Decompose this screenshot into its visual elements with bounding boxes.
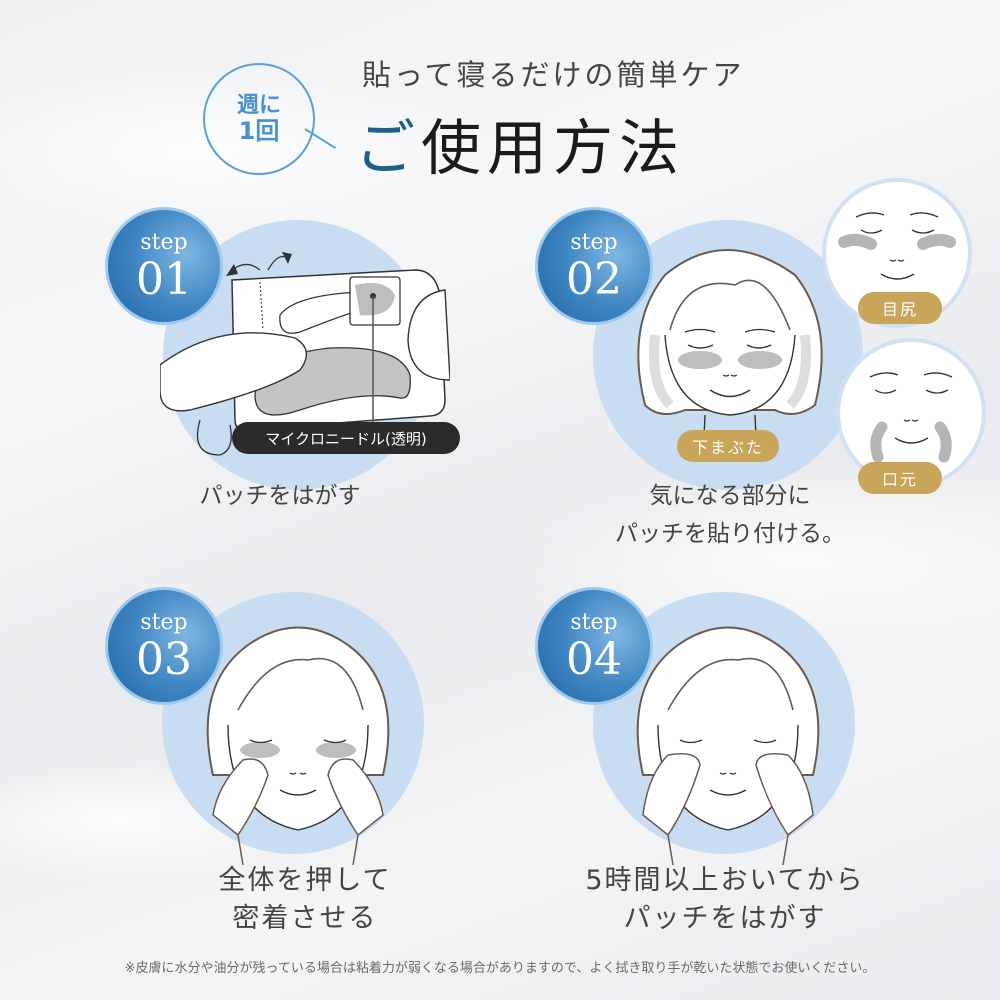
step-number: 02 xyxy=(566,254,622,305)
step-word: step xyxy=(570,610,618,635)
step1-label: パッチをはがす xyxy=(150,477,410,515)
step3-label: 全体を押して 密着させる xyxy=(150,862,460,938)
microneedle-callout: マイクロニードル(透明) xyxy=(232,422,460,454)
step-word: step xyxy=(140,610,188,635)
badge-line-2: 1回 xyxy=(238,116,280,145)
step2-label-line2: パッチを貼り付ける。 xyxy=(615,521,845,547)
step4-label-line2: パッチをはがす xyxy=(623,903,827,934)
step-badge-04: step 04 xyxy=(535,587,653,705)
step2-label-line1: 気になる部分に xyxy=(649,483,811,509)
face-remove-patch-icon xyxy=(628,615,828,865)
step-badge-01: step 01 xyxy=(105,207,223,325)
step-number: 03 xyxy=(136,634,192,685)
eye-corner-tag: 目尻 xyxy=(858,292,942,324)
page-subtitle: 貼って寝るだけの簡単ケア xyxy=(362,58,745,92)
face-with-patches-icon xyxy=(625,235,835,465)
step-number: 01 xyxy=(136,254,192,305)
step4-label-line1: 5時間以上おいてから xyxy=(585,865,865,896)
title-main: 使用方法 xyxy=(421,114,685,184)
step3-label-line1: 全体を押して xyxy=(218,865,392,896)
title-prefix: ご xyxy=(355,114,421,184)
step-word: step xyxy=(570,230,618,255)
usage-footnote: ※皮膚に水分や油分が残っている場合は粘着力が弱くなる場合がありますので、よく拭き… xyxy=(124,961,876,976)
step-badge-02: step 02 xyxy=(535,207,653,325)
badge-line-1: 週に xyxy=(236,92,281,118)
weekly-frequency-badge: 週に 1回 xyxy=(203,63,315,175)
step4-label: 5時間以上おいてから パッチをはがす xyxy=(545,862,905,938)
mouth-area-face-icon xyxy=(836,338,986,488)
lower-eyelid-tag: 下まぶた xyxy=(677,430,779,462)
face-press-hands-icon xyxy=(198,615,398,865)
step-number: 04 xyxy=(566,634,622,685)
step-word: step xyxy=(140,230,188,255)
step3-label-line2: 密着させる xyxy=(232,903,378,934)
patch-peel-icon xyxy=(160,240,450,460)
step-badge-03: step 03 xyxy=(105,587,223,705)
page-title: ご使用方法 xyxy=(355,100,685,187)
step1-label-line1: パッチをはがす xyxy=(199,483,361,509)
mouth-area-tag: 口元 xyxy=(858,462,942,494)
step2-label: 気になる部分に パッチを貼り付ける。 xyxy=(560,477,900,553)
